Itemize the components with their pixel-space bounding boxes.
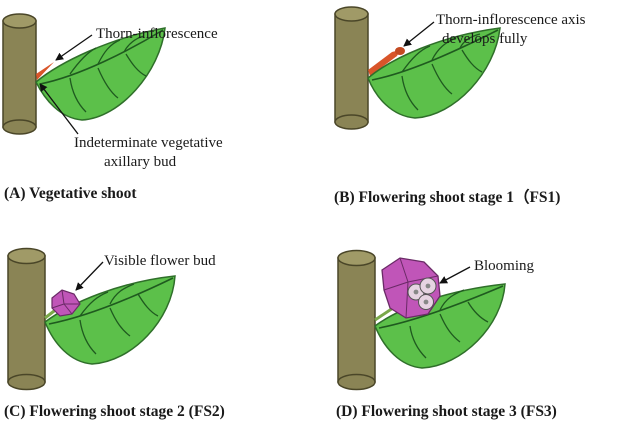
caption-a: (A) Vegetative shoot — [4, 185, 137, 202]
panel-a-illustration — [2, 13, 166, 135]
annotation-a-bud-line1: Indeterminate vegetative — [74, 135, 223, 151]
caption-b: (B) Flowering shoot stage 1（FS1) — [334, 189, 561, 206]
caption-d: (D) Flowering shoot stage 3 (FS3) — [336, 403, 557, 420]
annotation-d-bloom: Blooming — [474, 258, 535, 274]
caption-c: (C) Flowering shoot stage 2 (FS2) — [4, 403, 225, 420]
panel-d-illustration — [337, 249, 506, 391]
leaf-a — [35, 27, 166, 121]
blooming-flower-d — [374, 257, 441, 322]
panel-c-illustration — [7, 247, 176, 391]
annotation-a-thorn: Thorn-inflorescence — [96, 26, 218, 42]
annotation-c-bud: Visible flower bud — [104, 253, 216, 269]
flower-centers-d — [407, 277, 437, 310]
stem-c — [7, 247, 46, 391]
arrow-d-bloom — [439, 266, 471, 284]
stem-b — [334, 6, 369, 130]
thorn-a — [36, 62, 54, 80]
flower-bud-c — [44, 289, 81, 320]
arrow-b-thorn — [403, 21, 435, 47]
panel-b-illustration — [334, 6, 501, 130]
thorn-b — [368, 50, 400, 76]
stem-d — [337, 249, 376, 391]
stem-a — [2, 13, 37, 135]
annotation-b-line2: develops fully — [442, 31, 528, 47]
leaf-c — [44, 275, 176, 365]
annotation-b-line1: Thorn-inflorescence axis — [436, 12, 586, 28]
arrow-a-bud — [39, 83, 79, 135]
annotation-a-bud-line2: axillary bud — [104, 154, 177, 170]
leaf-b — [367, 27, 501, 119]
arrow-c-bud — [75, 261, 104, 291]
thorn-b-tip — [395, 47, 405, 55]
arrow-a-thorn — [55, 34, 93, 61]
